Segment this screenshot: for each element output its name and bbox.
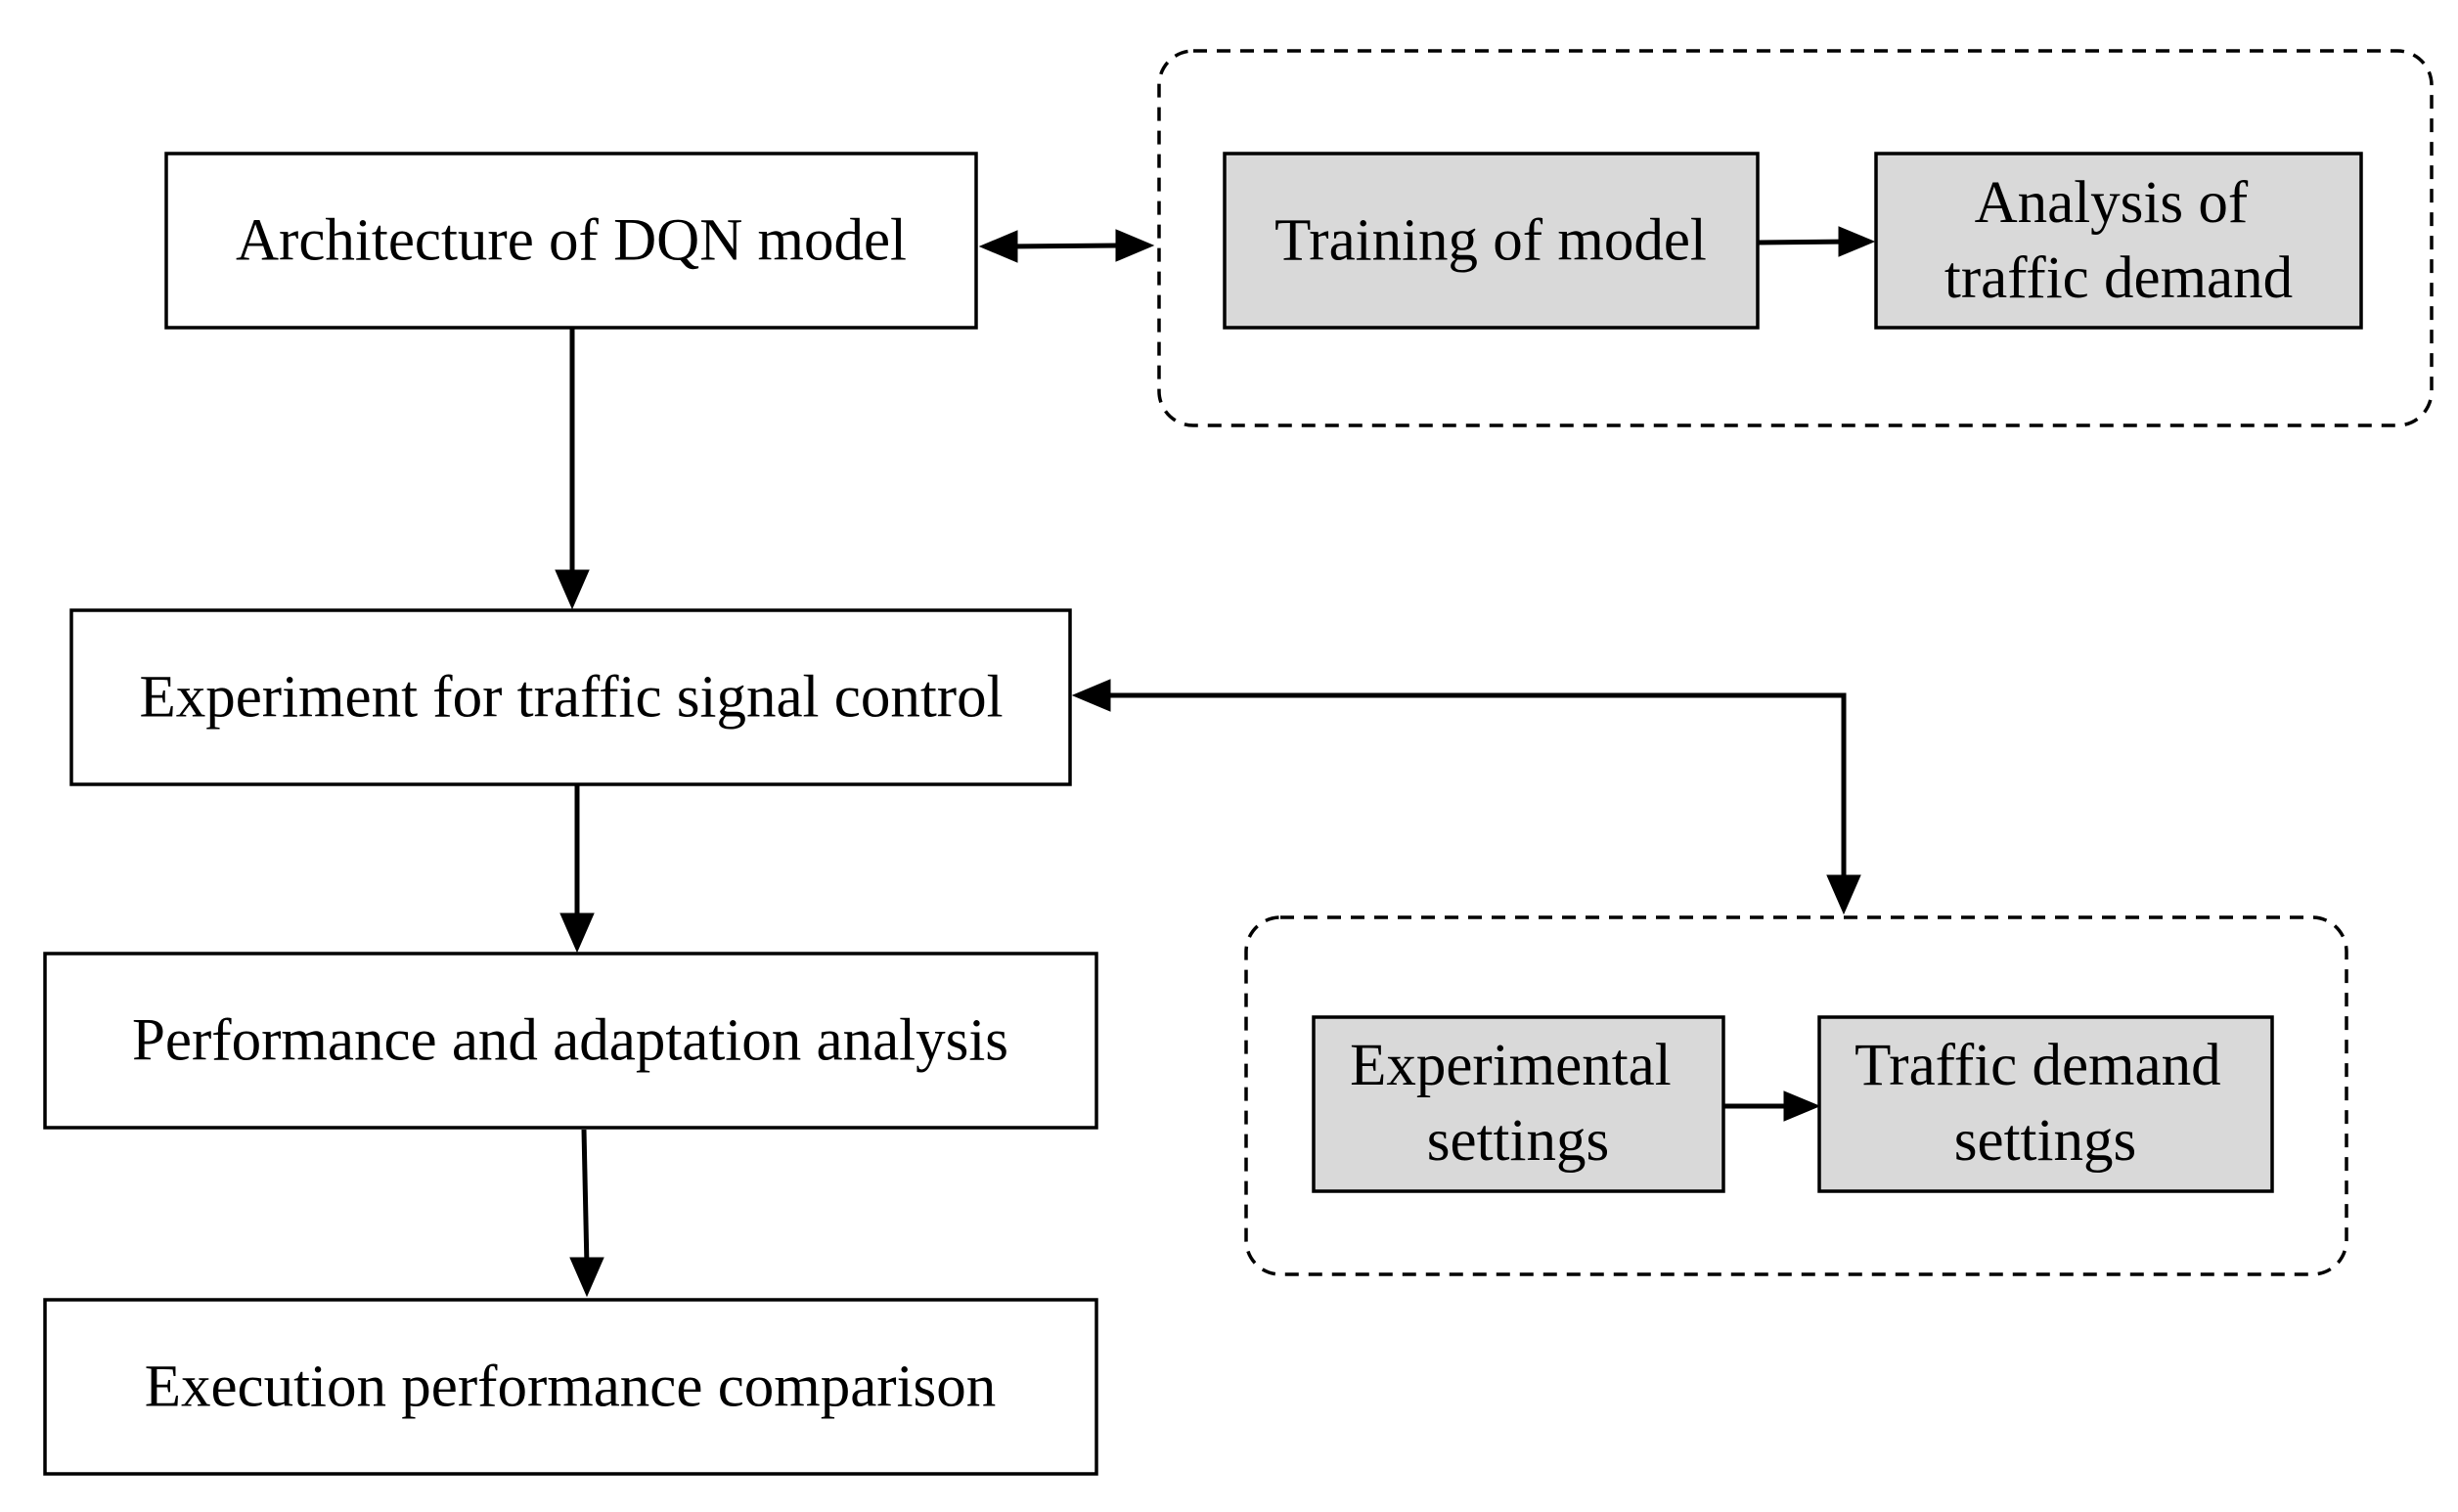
- analysis-label: Analysis of traffic demand: [1944, 170, 2293, 311]
- performance-box: Performance and adaptation analysis: [43, 952, 1098, 1130]
- training-box: Training of model: [1223, 152, 1760, 330]
- analysis-box: Analysis of traffic demand: [1874, 152, 2363, 330]
- experiment-box: Experiment for traffic signal control: [69, 608, 1072, 786]
- architecture-label: Architecture of DQN model: [236, 208, 907, 274]
- performance-label: Performance and adaptation analysis: [132, 1008, 1008, 1074]
- analysis-label-line-1: Analysis of: [1975, 170, 2249, 236]
- execution-box: Execution performance comparison: [43, 1298, 1098, 1476]
- arrowhead-right-2: [1838, 226, 1876, 257]
- edge-training-to-analysis: [1757, 239, 1852, 245]
- traffic-demand-settings-line-2: settings: [1954, 1108, 2136, 1174]
- arrowhead-right-3: [1783, 1090, 1821, 1122]
- arrowhead-right-1: [1115, 229, 1155, 262]
- edge-experiment-settings-group: [1100, 692, 1847, 885]
- arrowhead-down-3: [569, 1257, 604, 1298]
- arrowhead-down-2: [559, 912, 595, 954]
- arrowhead-left-1: [978, 230, 1018, 263]
- traffic-demand-settings-label: Traffic demand settings: [1855, 1033, 2236, 1174]
- experimental-settings-line-2: settings: [1427, 1108, 1609, 1174]
- arrowhead-down-1: [555, 569, 590, 610]
- traffic-demand-settings-line-1: Traffic demand: [1855, 1033, 2220, 1098]
- model-group-frame: [1157, 49, 2434, 427]
- experiment-label: Experiment for traffic signal control: [139, 665, 1003, 731]
- edge-performance-to-execution: [581, 1129, 590, 1268]
- experimental-settings-label: Experimental settings: [1350, 1033, 1686, 1174]
- arrowhead-down-4: [1826, 874, 1861, 915]
- training-label: Training of model: [1274, 208, 1707, 274]
- traffic-demand-settings-box: Traffic demand settings: [1817, 1015, 2274, 1193]
- analysis-label-line-2: traffic demand: [1944, 245, 2293, 311]
- settings-group-frame: [1244, 915, 2348, 1276]
- experimental-settings-line-1: Experimental: [1350, 1033, 1672, 1098]
- architecture-box: Architecture of DQN model: [164, 152, 978, 330]
- arrowhead-left-2: [1071, 679, 1111, 712]
- experimental-settings-box: Experimental settings: [1312, 1015, 1725, 1193]
- edge-architecture-model-group: [1006, 243, 1126, 249]
- execution-label: Execution performance comparison: [145, 1355, 997, 1420]
